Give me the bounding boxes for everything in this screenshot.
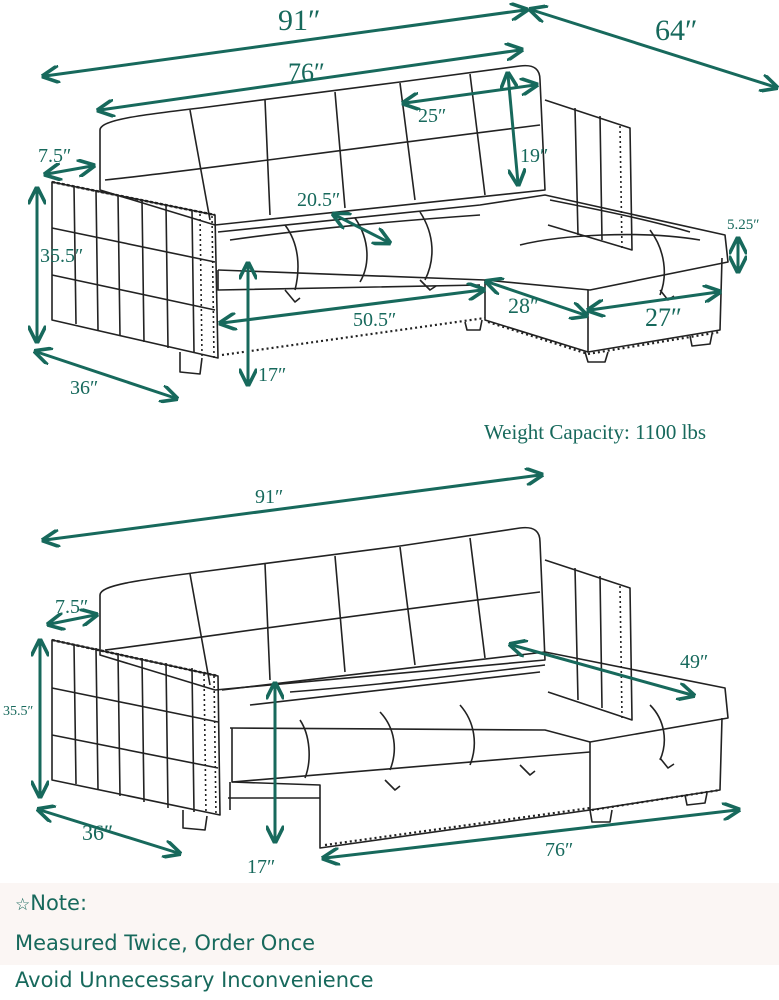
bed-dim-seat-height: 17″	[247, 856, 276, 878]
bed-dim-bed-depth: 49″	[680, 651, 709, 673]
dim-overall-depth: 64″	[655, 14, 698, 47]
bed-dim-arm-width: 7.5″	[55, 596, 89, 618]
dim-seat-height: 17″	[258, 364, 287, 386]
dim-arm-depth: 36″	[70, 377, 99, 399]
note-line-2: Avoid Unnecessary Inconvenience	[15, 968, 374, 992]
sofa-sectional-drawing	[0, 0, 779, 460]
dim-overall-width: 91″	[278, 4, 321, 37]
dim-seat-depth: 20.5″	[297, 189, 341, 211]
dim-chaise-depth: 28″	[508, 293, 540, 318]
dim-chaise-width: 27″	[645, 303, 682, 332]
dim-cushion-thickness: 5.25″	[727, 217, 760, 233]
note-panel	[0, 883, 779, 965]
dim-back-width: 76″	[288, 58, 325, 87]
dim-arm-width: 7.5″	[38, 145, 72, 167]
note-title: Note:	[30, 891, 88, 915]
dim-back-cushion-width: 25″	[418, 105, 447, 127]
dim-seat-width: 50.5″	[353, 309, 397, 331]
note-line-1: Measured Twice, Order Once	[15, 931, 316, 955]
bed-dim-overall-width: 91″	[255, 486, 284, 508]
bed-dim-height: 35.5″	[3, 704, 34, 719]
sofa-bed-drawing	[0, 460, 779, 880]
bed-dim-arm-depth: 36″	[82, 820, 114, 845]
dim-back-cushion-height: 19″	[520, 145, 549, 167]
star-outline-icon: ☆	[15, 895, 31, 915]
weight-capacity: Weight Capacity: 1100 lbs	[484, 420, 707, 444]
dim-height: 35.5″	[40, 245, 84, 267]
note-heading: ☆Note:	[15, 893, 87, 914]
bed-dim-bed-width: 76″	[545, 839, 574, 861]
